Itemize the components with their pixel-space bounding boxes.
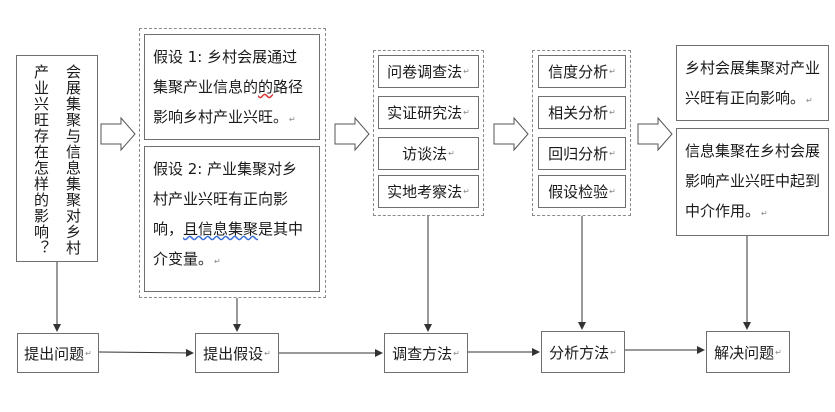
conclusion-2-box: 信息集聚在乡村会展影响产业兴旺中起到中介作用。↵ — [676, 128, 829, 236]
hypothesis-2-box: 假设 2: 产业集聚对乡村产业兴旺有正向影响，且信息集聚是其中介变量。↵ — [144, 146, 320, 292]
flow-step-1: 提出问题↵ — [17, 333, 99, 373]
block-arrow-1 — [100, 116, 136, 152]
block-arrow-2 — [334, 116, 370, 152]
question-text-col2: 产业兴旺存在怎样的影响？ — [32, 64, 50, 256]
analysis-method-3: 回归分析↵ — [538, 137, 626, 170]
hypothesis-1-text-a: 乡村会展通过集聚产业信息的 — [153, 48, 298, 96]
hypothesis-1-text-b: 的 — [258, 78, 274, 96]
flow-step-4: 分析方法↵ — [541, 331, 625, 373]
hypothesis-2-text-a: 产业集聚对乡村产业兴旺有正向影响， — [153, 160, 298, 238]
hypothesis-1-text-c: 路径影响乡村产业兴旺。 — [153, 78, 304, 126]
conclusion-1-box: 乡村会展集聚对产业兴旺有正向影响。↵ — [676, 45, 829, 121]
survey-method-2: 实证研究法↵ — [378, 96, 479, 129]
hypothesis-2-text-b: 且信息集聚 — [183, 220, 259, 238]
block-arrow-4 — [637, 116, 673, 152]
question-text-col1: 会展集聚与信息集聚对乡村 — [64, 64, 82, 256]
flow-step-3: 调查方法↵ — [384, 333, 468, 373]
hypothesis-1-box: 假设 1: 乡村会展通过集聚产业信息的的路径影响乡村产业兴旺。↵ — [144, 34, 320, 140]
hypothesis-2-prefix: 假设 2: — [153, 160, 203, 178]
flow-step-5: 解决问题↵ — [706, 331, 790, 373]
survey-method-4: 实地考察法↵ — [378, 175, 479, 208]
survey-methods-group — [373, 50, 484, 216]
survey-method-1: 问卷调查法↵ — [378, 55, 479, 88]
hypothesis-2-text-c: 是其中介变量。 — [153, 220, 304, 268]
hypotheses-group — [139, 28, 326, 298]
analysis-methods-group — [532, 50, 631, 216]
survey-method-3: 访谈法↵ — [378, 137, 479, 170]
analysis-method-2: 相关分析↵ — [538, 96, 626, 129]
analysis-method-4: 假设检验↵ — [538, 175, 626, 208]
block-arrow-3 — [493, 116, 529, 152]
hypothesis-1-prefix: 假设 1: — [153, 48, 203, 66]
flow-step-2: 提出假设↵ — [195, 333, 279, 373]
question-box: 会展集聚与信息集聚对乡村 产业兴旺存在怎样的影响？ — [16, 55, 98, 262]
analysis-method-1: 信度分析↵ — [538, 55, 626, 88]
connector-flow-1 — [98, 348, 194, 357]
